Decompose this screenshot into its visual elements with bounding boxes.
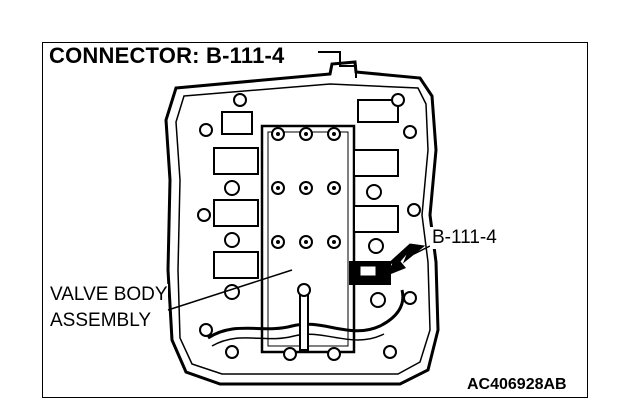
valve-body-label-line2: ASSEMBLY [50, 310, 152, 332]
connector-cable [318, 51, 357, 78]
connector-arrow-head-icon [386, 256, 406, 276]
connector-label: B-111-4 [430, 227, 499, 249]
case-outline [164, 60, 440, 386]
right-bolts [366, 93, 421, 308]
left-solenoids [213, 111, 259, 279]
valve-body-label-line1: VALVE BODY [50, 284, 168, 306]
diagram-title: CONNECTOR: B-111-4 [47, 43, 287, 69]
plate-bolt-centers [276, 132, 336, 244]
right-solenoids [353, 99, 399, 233]
connector-leader-line [413, 245, 431, 255]
manual-valve-end [297, 283, 311, 297]
valve-body-leader-line [167, 269, 293, 311]
bottom-bolts [225, 345, 397, 361]
figure-code: AC406928AB [465, 376, 569, 394]
plate-bolts [271, 127, 341, 249]
manual-valve-rod [299, 287, 309, 351]
case-inner-outline [175, 83, 431, 375]
wiring-harness [207, 289, 405, 340]
connector-b-111-4-latch [359, 265, 377, 277]
wiring-harness-inner [211, 333, 385, 347]
